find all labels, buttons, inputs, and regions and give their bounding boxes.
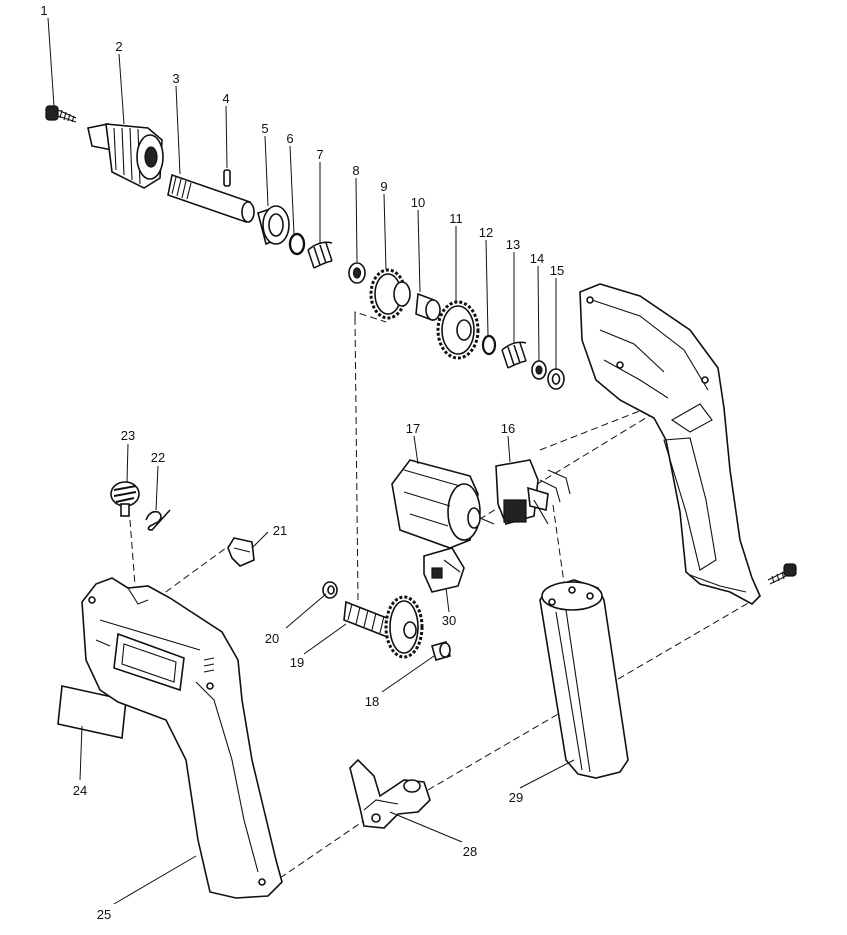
callout-2: 2 [115,39,122,54]
part-2-chuck [87,123,164,189]
callout-18: 18 [365,694,379,709]
callout-12: 12 [479,225,493,240]
callout-16: 16 [501,421,515,436]
part-5-bearing [257,205,290,246]
callout-13: 13 [506,237,520,252]
callout-6: 6 [286,131,293,146]
part-21-clip [227,537,255,567]
part-3-spindle [167,173,255,224]
part-25-housing-left [81,577,283,899]
callout-23: 23 [121,428,135,443]
part-17-motor [391,459,495,549]
callout-labels: 1 2 3 4 5 6 7 8 9 10 11 12 13 14 15 16 1… [40,3,564,922]
part-24-nameplate [57,685,127,739]
part-13-spring [501,341,527,369]
part-29-battery [539,579,629,779]
part-4-pin [223,169,231,187]
housing-right-half [579,283,761,605]
part-30-brush-holder [423,547,465,593]
part-28-lever [349,758,431,829]
callout-19: 19 [290,655,304,670]
part-15-bushing [547,368,565,390]
part-7-spring [307,241,333,269]
callout-21: 21 [273,523,287,538]
callout-24: 24 [73,783,87,798]
part-11-gear [436,300,480,360]
part-14-washer [531,360,547,380]
callout-7: 7 [316,147,323,162]
callout-15: 15 [550,263,564,278]
callout-22: 22 [151,450,165,465]
callout-11: 11 [449,211,463,226]
part-20-bushing [322,581,338,599]
callout-3: 3 [172,71,179,86]
callout-25: 25 [97,907,111,922]
callout-20: 20 [265,631,279,646]
part-16-switch [495,459,571,525]
callout-29: 29 [509,790,523,805]
callout-30: 30 [442,613,456,628]
part-8-washer [348,262,366,284]
part-12-washer [481,334,497,356]
part-9-gear [369,268,411,320]
part-6-ring [288,232,306,256]
housing-screw [767,563,797,585]
callout-8: 8 [352,163,359,178]
callout-9: 9 [380,179,387,194]
part-19-pinion-gear [343,595,424,659]
callout-28: 28 [463,844,477,859]
callout-5: 5 [261,121,268,136]
part-1-screw [45,105,77,123]
callout-10: 10 [411,195,425,210]
callout-1: 1 [40,3,47,18]
part-23-knob [110,481,140,517]
part-10-bushing [415,292,441,322]
callout-17: 17 [406,421,420,436]
leader-lines [47,17,575,905]
part-18-bushing [431,641,451,661]
callout-4: 4 [222,91,229,106]
part-22-spring [145,509,171,531]
callout-14: 14 [530,251,544,266]
